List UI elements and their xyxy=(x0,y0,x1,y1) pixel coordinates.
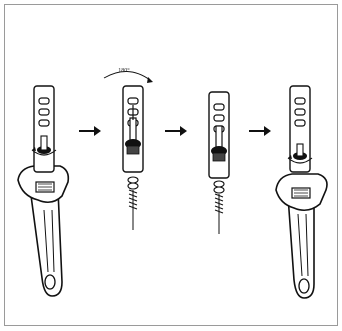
step-arrow-1 xyxy=(79,126,101,136)
rotation-label: 180° xyxy=(118,67,130,74)
step-arrow-3 xyxy=(249,126,271,136)
step-3-seat-bolt xyxy=(209,92,229,234)
step-2-rotate-bolt: 180° xyxy=(104,67,153,230)
step-1-wrench-bracket xyxy=(18,86,68,296)
step-4-wrench-reapplied xyxy=(276,86,327,298)
step-arrow-2 xyxy=(165,126,187,136)
